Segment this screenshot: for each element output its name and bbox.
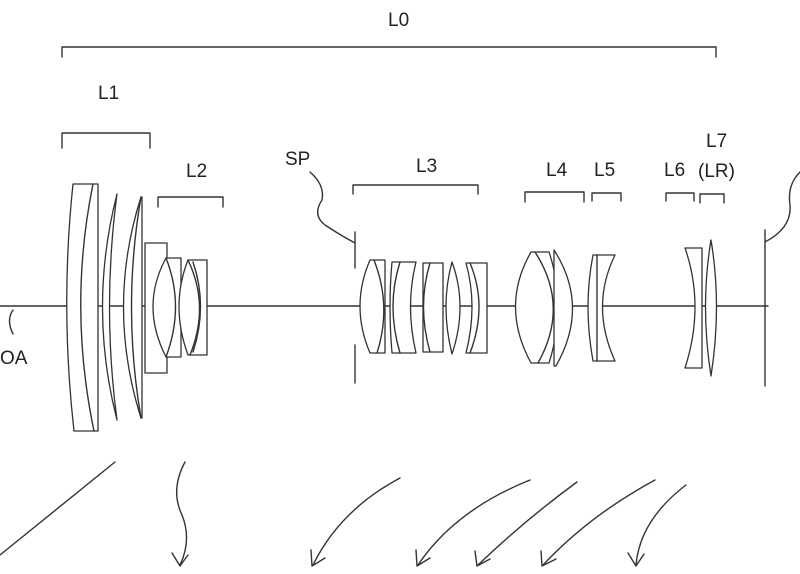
bracket-l6	[665, 192, 695, 202]
lens-group-l1	[66, 183, 143, 432]
bracket-l3	[352, 184, 479, 195]
arrow-head	[474, 550, 491, 567]
label-l0: L0	[388, 10, 409, 31]
label-sp: SP	[285, 149, 310, 170]
arrow-curve	[477, 481, 578, 566]
bracket-l5	[591, 192, 622, 202]
label-l4: L4	[546, 160, 568, 181]
bracket-l0	[61, 46, 717, 58]
lens-group-l5	[587, 254, 616, 362]
label-l1: L1	[98, 83, 119, 104]
sp-leader	[309, 171, 356, 244]
bracket-l2	[157, 196, 224, 208]
lens-group-l3	[359, 259, 488, 355]
bracket-l1	[61, 132, 151, 149]
label-lr: (LR)	[698, 161, 735, 182]
bottom-arrows	[0, 461, 687, 567]
oa-leader	[8, 309, 14, 335]
arrow-head	[310, 549, 326, 567]
lens-group-l6	[684, 247, 703, 369]
label-l7: L7	[706, 131, 727, 152]
arrow-head	[540, 550, 557, 567]
arrow-curve	[542, 479, 656, 566]
bracket-l4	[524, 191, 585, 203]
arrow-curve	[417, 479, 531, 566]
lens-group-l7	[704, 239, 718, 377]
bracket-l7	[699, 193, 725, 204]
arrow-curve	[176, 461, 188, 566]
label-l2: L2	[186, 161, 207, 182]
arrow-head	[627, 552, 645, 567]
label-oa: OA	[0, 348, 28, 369]
image-plane-leader	[764, 171, 800, 243]
label-l5: L5	[594, 160, 615, 181]
arrow-head	[415, 549, 431, 567]
arrow-curve	[635, 484, 687, 566]
arrow-head	[171, 552, 189, 567]
label-l6: L6	[664, 160, 685, 181]
arrow-curve	[312, 477, 401, 566]
label-l3: L3	[416, 156, 437, 177]
lens-group-l4	[514, 249, 574, 367]
lens-group-l2	[144, 242, 208, 374]
arrow-line	[0, 461, 116, 556]
